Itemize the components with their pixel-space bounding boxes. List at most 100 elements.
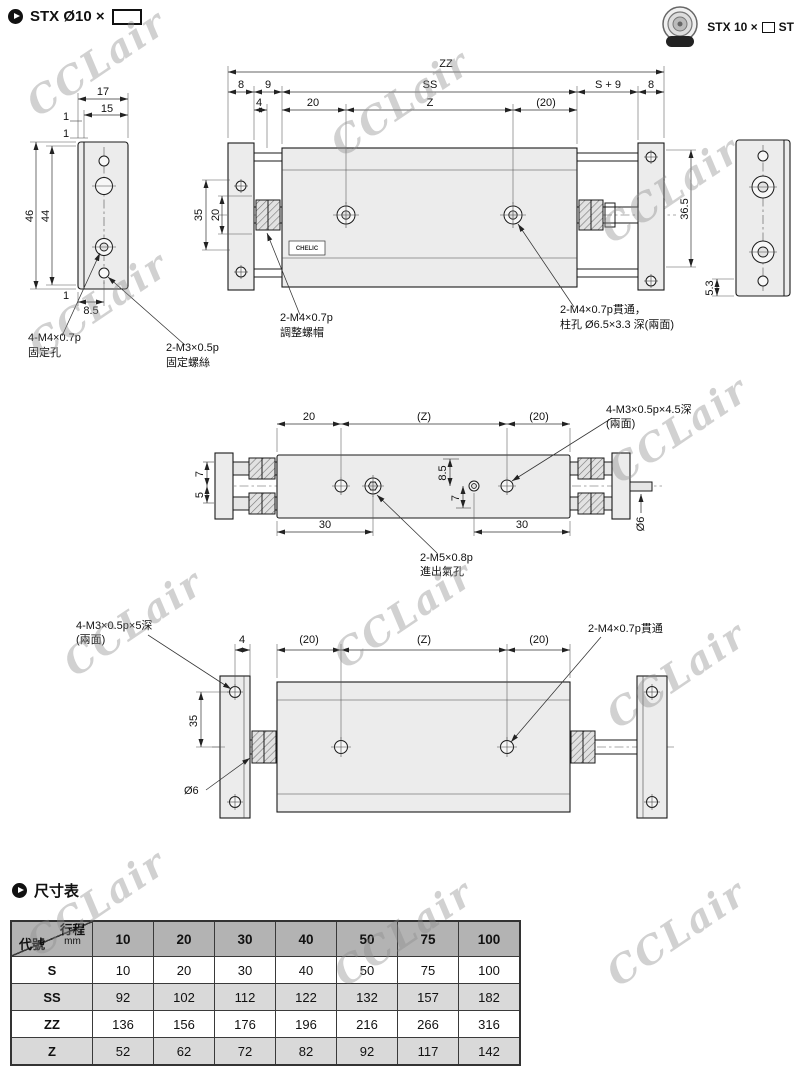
note-tap-line2: (兩面) [606, 418, 635, 430]
dim-4: 4 [239, 634, 245, 646]
table-cell: 157 [397, 983, 459, 1011]
dim-20-left: (20) [299, 634, 319, 646]
table-row: S 10 20 30 40 50 75 100 [10, 956, 521, 984]
note-through-hole-line2: 柱孔 Ø6.5×3.3 深(兩面) [560, 317, 674, 331]
table-cell: 122 [275, 983, 337, 1011]
front-view-dimensions: ZZ 8 9 SS S + 9 8 4 20 Z (20) 17 [24, 58, 734, 317]
table-cell: 156 [153, 1010, 215, 1038]
dim-1a: 1 [63, 111, 69, 123]
table-cell: 50 [336, 956, 398, 984]
top-view [214, 452, 662, 520]
table-cell: 92 [336, 1037, 398, 1066]
table-cell: 10 [92, 956, 154, 984]
row-code-cell: Z [10, 1037, 93, 1066]
technical-drawing: CHELIC [24, 58, 791, 819]
table-cell: 266 [397, 1010, 459, 1038]
table-row: Z 52 62 72 82 92 117 142 [10, 1037, 521, 1066]
dim-8_5: 8.5 [83, 305, 98, 317]
stroke-placeholder-box [111, 8, 142, 25]
row-code-cell: ZZ [10, 1010, 93, 1038]
dim-30-right: 30 [516, 519, 528, 531]
note-air-port-line2: 進出氣孔 [420, 564, 464, 578]
series-model: STX 10 × ST [707, 20, 794, 34]
stroke-column-header: 40 [275, 920, 337, 957]
dim-8_5: 8.5 [437, 465, 449, 480]
dim-9: 9 [265, 79, 271, 91]
dim-4: 4 [256, 97, 262, 109]
watermark-text: CCLair [598, 869, 755, 996]
dim-zz: ZZ [439, 58, 453, 70]
corner-unit-text: mm [64, 936, 81, 948]
table-header-row: 行程 mm 代號 10 20 30 40 50 75 100 [10, 920, 521, 957]
dim-20-paren: (20) [529, 411, 549, 423]
stroke-column-header: 75 [397, 920, 459, 957]
dim-rod-diameter: Ø6 [635, 517, 647, 532]
front-view: CHELIC [218, 142, 676, 291]
table-cell: 75 [397, 956, 459, 984]
dim-s-plus-9: S + 9 [595, 79, 621, 91]
dim-17: 17 [97, 86, 109, 98]
note-through-hole-line1: 2-M4×0.7p貫通， [560, 303, 646, 316]
dim-8-right: 8 [648, 79, 654, 91]
note-tap-line1: 4-M3×0.5p×5深 [76, 619, 152, 632]
dim-7-center: 7 [450, 495, 462, 501]
dim-35: 35 [188, 715, 200, 727]
table-row: ZZ 136 156 176 196 216 266 316 [10, 1010, 521, 1038]
table-section-title: 尺寸表 [12, 880, 79, 901]
bottom-view [212, 675, 674, 819]
page-title-text: STX Ø10 × [30, 8, 105, 25]
bottom-view-notes: 4-M3×0.5p×5深 (兩面) 2-M4×0.7p貫通 [76, 619, 663, 743]
table-cell: 100 [458, 956, 521, 984]
note-fixing-screw-line1: 2-M3×0.5p [166, 342, 219, 354]
table-cell: 216 [336, 1010, 398, 1038]
bottom-view-dimensions: 4 (20) (Z) (20) 35 Ø6 [184, 634, 571, 797]
dim-20: 20 [303, 411, 315, 423]
table-cell: 102 [153, 983, 215, 1011]
row-code-cell: S [10, 956, 93, 984]
stroke-column-header: 30 [214, 920, 276, 957]
table-cell: 196 [275, 1010, 337, 1038]
dim-z: Z [427, 97, 434, 109]
dim-1b: 1 [63, 128, 69, 140]
table-cell: 20 [153, 956, 215, 984]
dim-ss: SS [423, 79, 438, 91]
note-air-port-line1: 2-M5×0.8p [420, 552, 473, 564]
table-cell: 316 [458, 1010, 521, 1038]
right-end-view [735, 139, 791, 297]
corner-stroke-text: 行程 [59, 923, 85, 937]
table-cell: 117 [397, 1037, 459, 1066]
page-title: STX Ø10 × [8, 8, 142, 25]
stroke-column-header: 100 [458, 920, 521, 957]
table-corner-cell: 行程 mm 代號 [10, 920, 93, 957]
table-cell: 142 [458, 1037, 521, 1066]
dim-36_5: 36.5 [679, 198, 691, 219]
series-badge-icon [662, 6, 699, 47]
dim-20: 20 [307, 97, 319, 109]
left-end-view [77, 141, 129, 290]
note-tap-line1: 4-M3×0.5p×4.5深 [606, 403, 692, 416]
table-cell: 92 [92, 983, 154, 1011]
dim-z-paren: (Z) [417, 634, 431, 646]
dimension-table: 行程 mm 代號 10 20 30 40 50 75 100 S [10, 920, 521, 1066]
table-cell: 40 [275, 956, 337, 984]
stroke-column-header: 10 [92, 920, 154, 957]
table-cell: 136 [92, 1010, 154, 1038]
note-adjust-nut-line2: 調整螺帽 [280, 325, 324, 339]
series-header: STX 10 × ST [661, 5, 794, 49]
dim-7: 7 [194, 471, 206, 477]
table-cell: 176 [214, 1010, 276, 1038]
dim-46: 46 [24, 210, 36, 222]
row-code-cell: SS [10, 983, 93, 1011]
dim-20-vertical: 20 [210, 209, 222, 221]
dim-5: 5 [194, 492, 206, 498]
dim-30-left: 30 [319, 519, 331, 531]
table-row: SS 92 102 112 122 132 157 182 [10, 983, 521, 1011]
dim-35: 35 [193, 209, 205, 221]
table-cell: 62 [153, 1037, 215, 1066]
series-model-prefix: STX 10 × [707, 20, 758, 34]
top-view-notes: 4-M3×0.5p×4.5深 (兩面) 2-M5×0.8p 進出氣孔 [376, 403, 692, 578]
stroke-placeholder-box [761, 21, 775, 33]
note-fixing-hole-line1: 4-M4×0.7p [28, 332, 81, 344]
dimension-table-section: 行程 mm 代號 10 20 30 40 50 75 100 S [10, 920, 521, 1066]
